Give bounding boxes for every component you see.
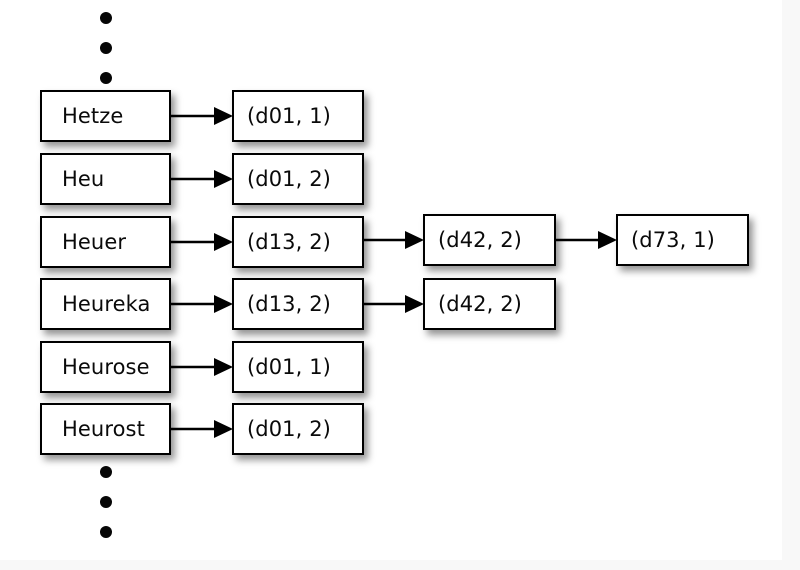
- arrow-heurose-to-posting: [171, 358, 233, 376]
- arrow-posting-to-chain2-upper: [364, 231, 424, 249]
- arrow-chain2-to-chain3: [556, 231, 617, 249]
- term-label: Heuer: [62, 229, 127, 254]
- term-box[interactable]: Heureka: [40, 278, 171, 330]
- posting-box-chain-3[interactable]: (d73, 1): [616, 214, 749, 266]
- posting-label: (d01, 2): [247, 166, 331, 191]
- posting-box[interactable]: (d01, 2): [232, 153, 364, 205]
- diagram-canvas: Hetze Heu Heuer Heureka Heurose Heurost …: [40, 12, 749, 538]
- posting-box[interactable]: (d13, 2): [232, 278, 364, 330]
- ellipsis-dot: [100, 72, 112, 84]
- posting-label: (d01, 1): [247, 103, 331, 128]
- term-box[interactable]: Heuer: [40, 216, 171, 268]
- posting-label: (d13, 2): [247, 229, 331, 254]
- term-box[interactable]: Hetze: [40, 90, 171, 142]
- term-box[interactable]: Heurost: [40, 403, 171, 455]
- ellipsis-dot: [100, 526, 112, 538]
- term-box[interactable]: Heu: [40, 153, 171, 205]
- ellipsis-dot: [100, 12, 112, 24]
- term-box[interactable]: Heurose: [40, 341, 171, 393]
- term-label: Heurose: [62, 354, 150, 379]
- term-label: Heureka: [62, 291, 151, 316]
- posting-box[interactable]: (d01, 1): [232, 341, 364, 393]
- posting-label: (d01, 1): [247, 354, 331, 379]
- posting-box-chain-2[interactable]: (d42, 2): [423, 278, 556, 330]
- arrow-heureka-to-posting: [171, 295, 233, 313]
- ellipsis-dot: [100, 42, 112, 54]
- posting-box[interactable]: (d13, 2): [232, 216, 364, 268]
- ellipsis-top: [98, 12, 114, 84]
- ellipsis-dot: [100, 466, 112, 478]
- posting-label: (d42, 2): [438, 227, 522, 252]
- posting-label: (d73, 1): [631, 227, 715, 252]
- posting-label: (d42, 2): [438, 291, 522, 316]
- term-label: Heurost: [62, 416, 145, 441]
- arrow-posting-to-chain2-lower: [364, 295, 424, 313]
- arrow-heurost-to-posting: [171, 420, 233, 438]
- arrow-heu-to-posting: [171, 170, 233, 188]
- arrow-heuer-to-posting: [171, 233, 233, 251]
- index-posting-diagram: Hetze Heu Heuer Heureka Heurose Heurost …: [40, 12, 749, 538]
- term-label: Heu: [62, 166, 105, 191]
- ellipsis-dot: [100, 496, 112, 508]
- posting-box[interactable]: (d01, 2): [232, 403, 364, 455]
- posting-label: (d01, 2): [247, 416, 331, 441]
- posting-label: (d13, 2): [247, 291, 331, 316]
- posting-box[interactable]: (d01, 1): [232, 90, 364, 142]
- ellipsis-bottom: [98, 466, 114, 538]
- posting-box-chain-2[interactable]: (d42, 2): [423, 214, 556, 266]
- arrow-hetze-to-posting: [171, 107, 233, 125]
- term-label: Hetze: [62, 103, 124, 128]
